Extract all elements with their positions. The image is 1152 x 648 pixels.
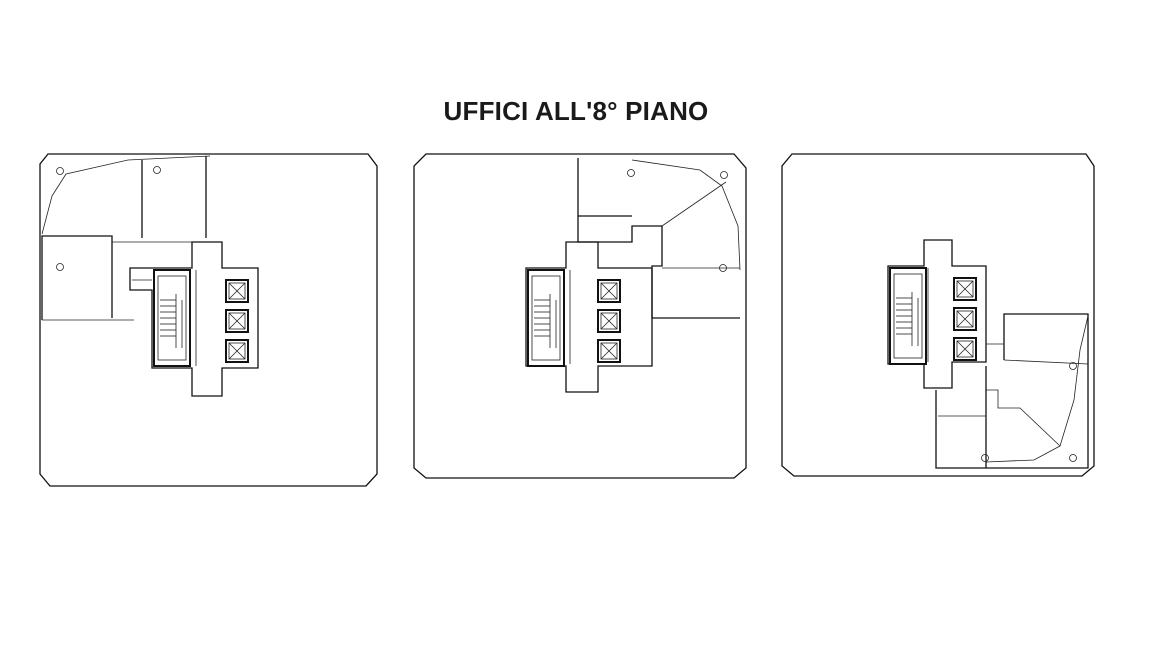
plan-left <box>39 153 378 487</box>
page-title: UFFICI ALL'8° PIANO <box>443 96 709 126</box>
plan-center <box>413 153 747 479</box>
plan-right <box>781 153 1095 477</box>
